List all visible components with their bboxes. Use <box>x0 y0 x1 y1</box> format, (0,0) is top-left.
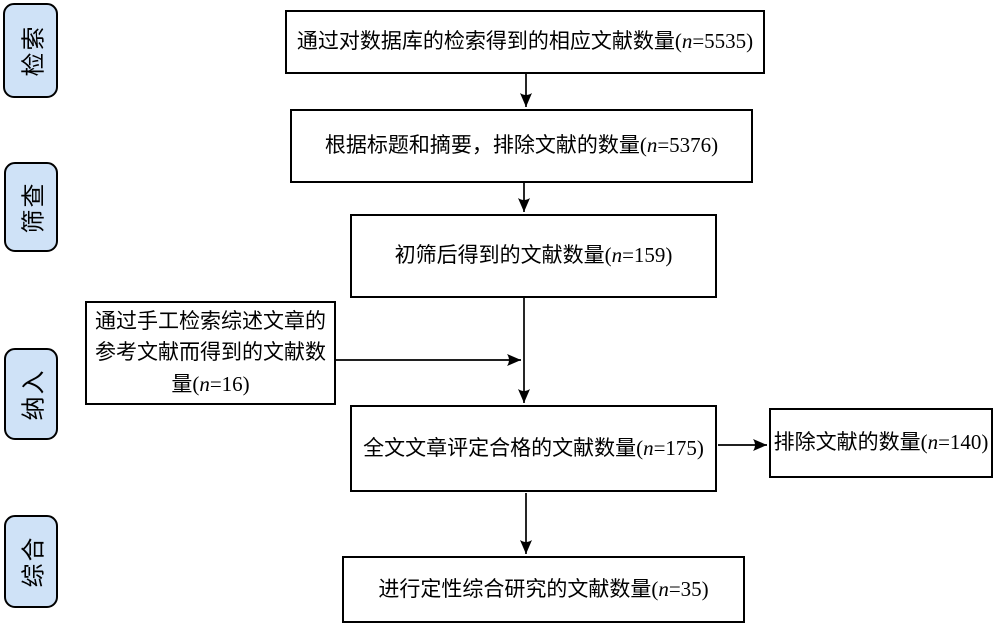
stage-label-inclusion: 纳入 <box>4 348 58 440</box>
box-initial-screened: 初筛后得到的文献数量(n=159) <box>350 214 717 298</box>
box-qualitative-synthesis-text: 进行定性综合研究的文献数量(n=35) <box>378 576 709 601</box>
stage-label-synthesis-text: 综合 <box>21 535 48 588</box>
box-qualitative-synthesis: 进行定性综合研究的文献数量(n=35) <box>342 556 745 623</box>
box-initial-screened-text: 初筛后得到的文献数量(n=159) <box>394 243 673 268</box>
box-fulltext-excluded-text: 排除文献的数量(n=140) <box>773 430 989 455</box>
stage-label-search: 检索 <box>3 3 58 98</box>
stage-label-synthesis: 综合 <box>4 515 58 608</box>
box-title-abstract-excluded-text: 根据标题和摘要，排除文献的数量(n=5376) <box>324 133 719 158</box>
box-fulltext-eligible-text: 全文文章评定合格的文献数量(n=175) <box>363 435 704 460</box>
box-title-abstract-excluded: 根据标题和摘要，排除文献的数量(n=5376) <box>290 109 753 183</box>
stage-label-search-text: 检索 <box>21 24 47 77</box>
stage-label-screening: 筛查 <box>4 162 58 252</box>
box-fulltext-excluded: 排除文献的数量(n=140) <box>769 408 993 478</box>
box-database-search: 通过对数据库的检索得到的相应文献数量(n=5535) <box>285 10 765 74</box>
stage-label-inclusion-text: 纳入 <box>21 368 48 420</box>
box-database-search-text: 通过对数据库的检索得到的相应文献数量(n=5535) <box>296 29 754 54</box>
stage-label-screening-text: 筛查 <box>21 181 48 233</box>
box-manual-search: 通过手工检索综述文章的参考文献而得到的文献数量(n=16) <box>85 301 336 405</box>
box-fulltext-eligible: 全文文章评定合格的文献数量(n=175) <box>350 405 717 492</box>
box-manual-search-text: 通过手工检索综述文章的参考文献而得到的文献数量(n=16) <box>95 308 326 396</box>
